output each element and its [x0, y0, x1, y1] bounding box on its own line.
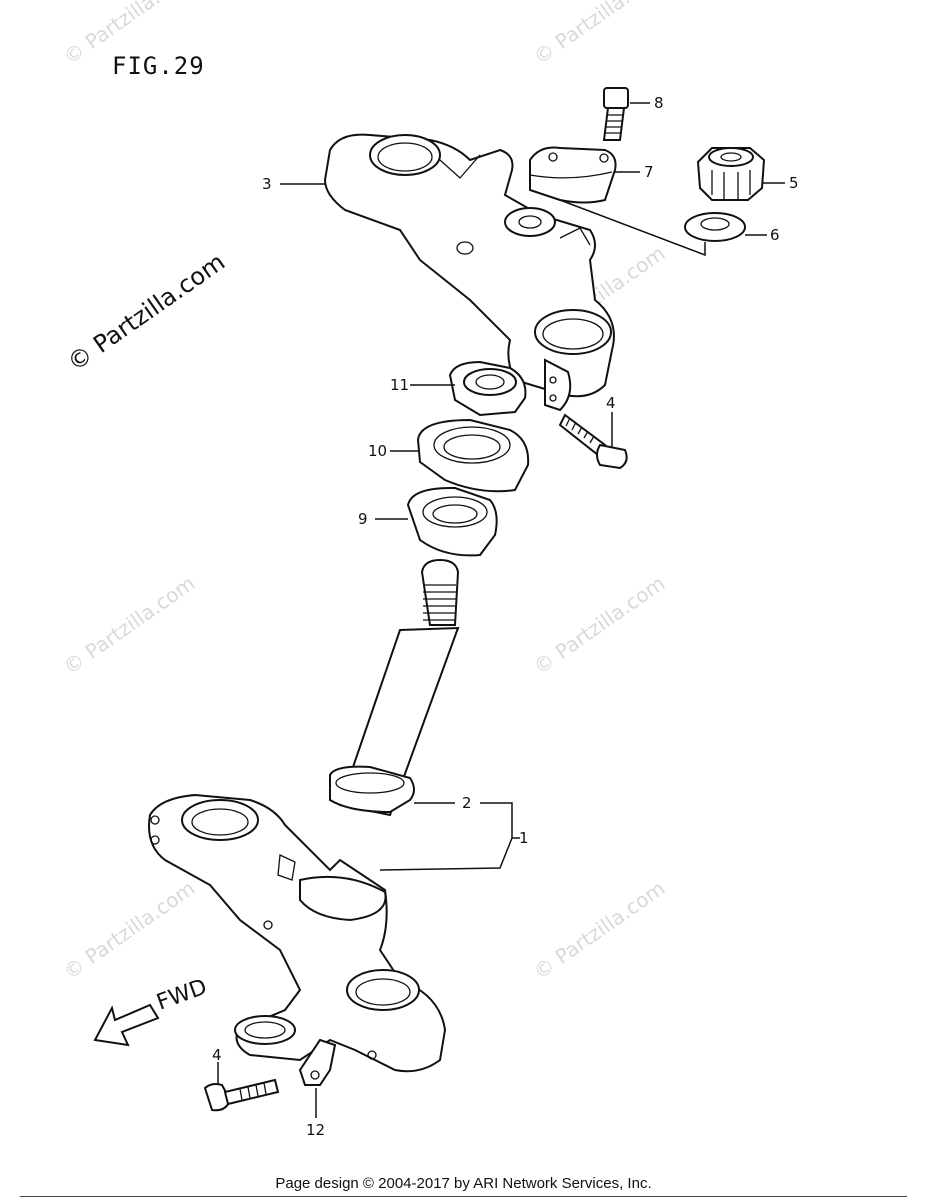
cable-guide-plate	[298, 1038, 337, 1086]
clamp-bolt	[602, 87, 629, 141]
callout-10: 10	[368, 442, 387, 460]
washer	[684, 212, 746, 242]
fwd-label: FWD	[154, 975, 211, 1016]
pinch-bolt-upper	[558, 413, 628, 470]
callout-11: 11	[390, 376, 409, 394]
callout-5: 5	[789, 174, 799, 192]
pinch-bolt-lower	[203, 1078, 280, 1112]
callout-4-upper: 4	[606, 394, 616, 412]
watermark: © Partzilla.com	[59, 876, 199, 984]
watermark: © Partzilla.com	[529, 876, 669, 984]
dust-seal	[416, 418, 530, 493]
watermark-main: © Partzilla.com	[62, 248, 230, 377]
callout-12: 12	[306, 1121, 325, 1139]
figure-title: FIG.29	[112, 52, 205, 80]
callout-2: 2	[462, 794, 472, 812]
callout-labels: 1 2 3 4 4 5 6 7 8 9 10 11 12	[212, 94, 799, 1139]
handlebar-clamp	[529, 146, 617, 204]
forward-arrow-icon	[93, 1003, 160, 1047]
stem-nut	[696, 147, 766, 201]
leader-lines	[217, 102, 785, 1118]
callout-3: 3	[262, 175, 272, 193]
steering-stem	[329, 558, 460, 817]
lower-bracket	[148, 793, 447, 1073]
callout-1: 1	[519, 829, 529, 847]
forward-direction-indicator: FWD	[93, 975, 211, 1047]
callout-4-lower: 4	[212, 1046, 222, 1064]
upper-bracket	[323, 133, 615, 412]
steering-stem-nut	[448, 360, 527, 417]
callout-7: 7	[644, 163, 654, 181]
watermark: © Partzilla.com	[529, 571, 669, 679]
footer-copyright: Page design © 2004-2017 by ARI Network S…	[275, 1175, 652, 1192]
callout-8: 8	[654, 94, 664, 112]
bearing	[406, 486, 498, 557]
callout-9: 9	[358, 510, 368, 528]
watermark: © Partzilla.com	[59, 0, 199, 69]
callout-6: 6	[770, 226, 780, 244]
watermark: © Partzilla.com	[59, 571, 199, 679]
footer-divider	[20, 1196, 907, 1197]
watermark: © Partzilla.com	[529, 0, 669, 69]
